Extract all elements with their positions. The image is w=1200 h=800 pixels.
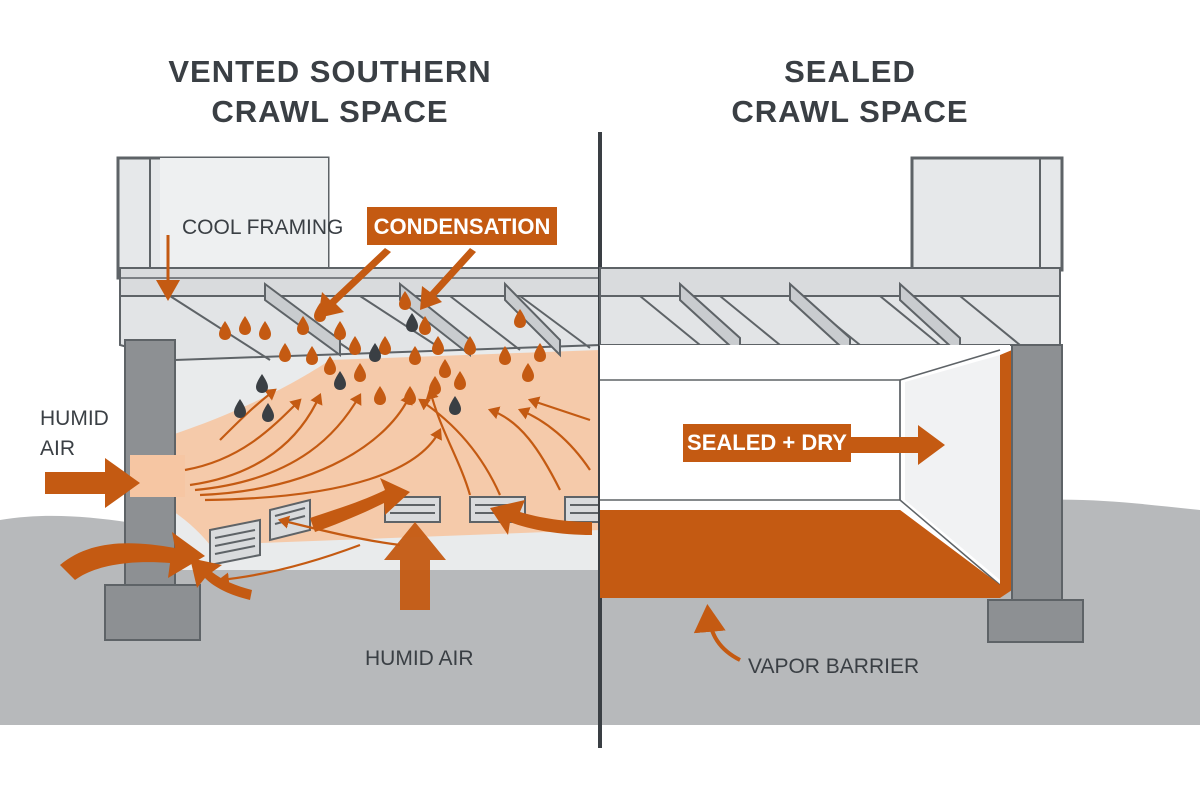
footing [987,599,1084,643]
floor-framing [599,267,1061,297]
vent-opening [130,455,185,497]
vented-crawl-space [45,156,601,641]
flow-arrow-icon [184,387,591,586]
flow-arrow-icon [45,458,592,610]
sealed-crawl-space [599,156,1084,662]
condensation-tag [365,205,559,247]
label-sealed-dry: SEALED + DRY [687,430,847,455]
label-humid-air-side-line2: AIR [40,437,75,460]
title-vented-line1: VENTED SOUTHERN [168,54,491,89]
label-vapor-barrier: VAPOR BARRIER [748,655,919,678]
label-humid-air-bottom: HUMID AIR [365,647,474,670]
sealed-dry-tag [683,424,851,462]
flow-arrow-icon [850,425,945,465]
title-vented-line2: CRAWL SPACE [211,94,448,129]
foundation-wall [1011,344,1063,606]
label-humid-air-side-line1: HUMID [40,407,109,430]
label-condensation: CONDENSATION [374,214,551,239]
label-cool-framing: COOL FRAMING [182,216,343,239]
title-sealed-line2: CRAWL SPACE [731,94,968,129]
title-sealed-line1: SEALED [784,54,916,89]
footing [104,584,201,641]
